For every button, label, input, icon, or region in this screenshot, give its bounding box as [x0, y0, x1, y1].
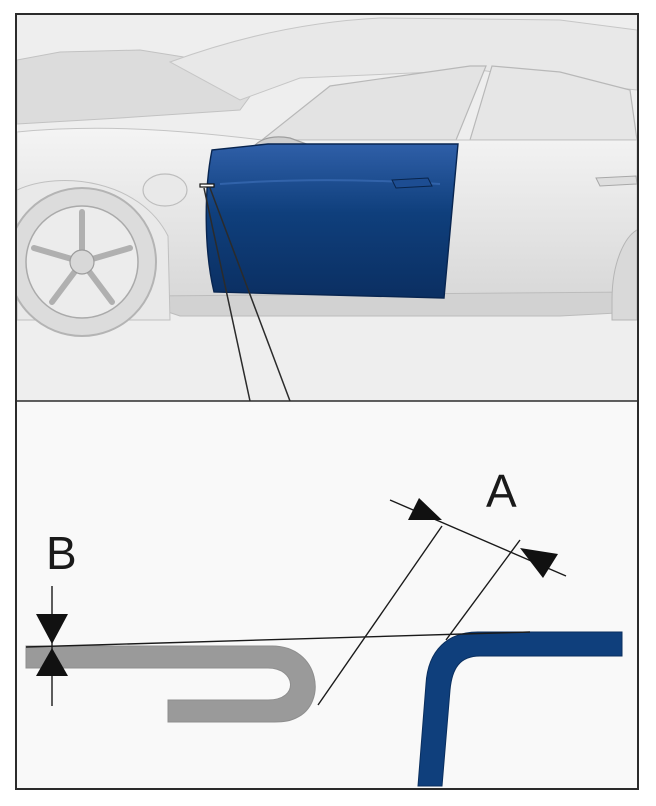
dimension-a-arrow-left	[408, 498, 442, 520]
dimension-label-a: A	[486, 465, 517, 517]
diagram-frame	[15, 13, 639, 790]
dimension-a-extension-right	[445, 539, 521, 641]
detail-location-marker	[199, 183, 215, 188]
dimension-b-arrow-top	[36, 614, 68, 644]
surface-reference-line	[25, 631, 531, 648]
dimension-a-arrow-right	[520, 548, 558, 578]
vehicle-illustration	[17, 17, 637, 337]
charge-port-flap	[142, 173, 188, 207]
rear-wheel-arch	[611, 229, 637, 321]
dimension-label-b: B	[46, 527, 77, 579]
door-handle	[391, 177, 433, 189]
dimension-a-extension-left	[317, 525, 443, 706]
dimension-b-arrow-bottom	[36, 648, 68, 676]
wheel-hub	[69, 249, 95, 275]
zoom-leader-left	[203, 187, 251, 402]
cross-section-detail-panel	[17, 402, 637, 788]
zoom-leader-right	[209, 187, 291, 402]
rear-door-handle	[595, 175, 637, 187]
inner-flange-section	[25, 645, 316, 723]
outer-door-skin-section	[417, 631, 623, 787]
